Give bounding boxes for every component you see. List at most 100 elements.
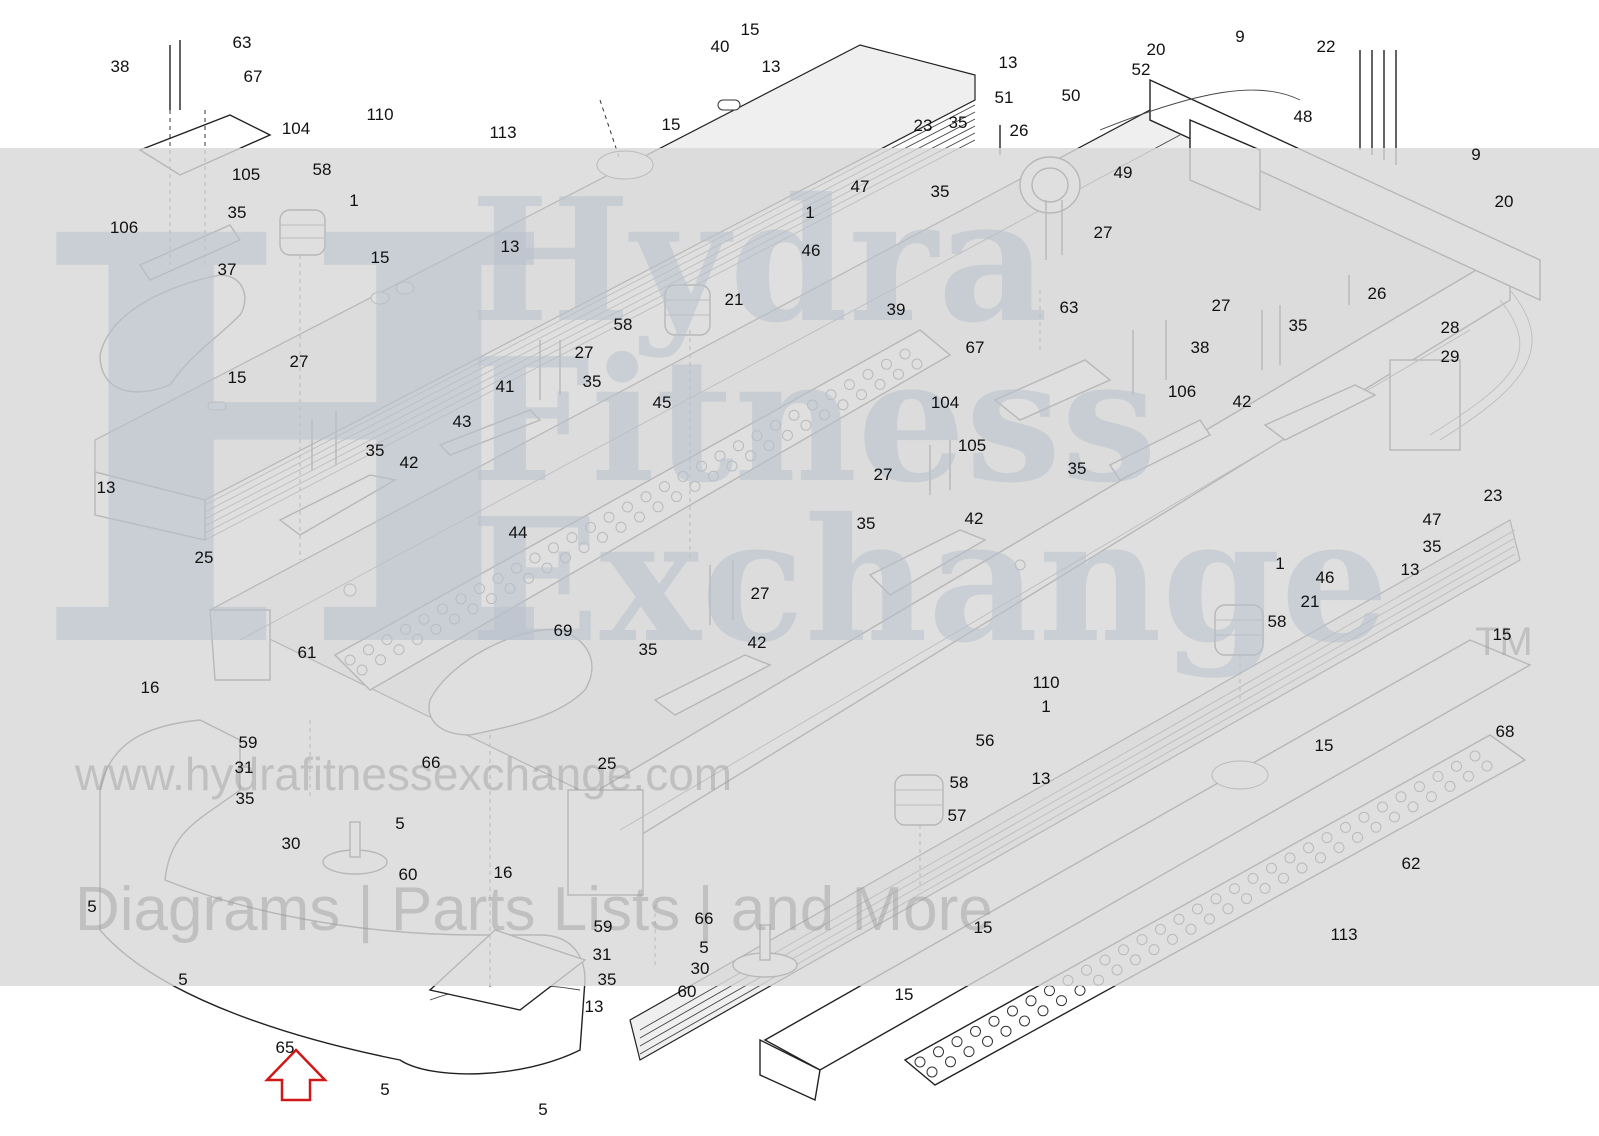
callout-22: 22 — [1317, 37, 1336, 56]
callout-9: 9 — [1235, 27, 1244, 46]
callout-5: 5 — [395, 814, 404, 833]
callout-35: 35 — [1289, 316, 1308, 335]
perforation-hole — [1007, 1005, 1018, 1017]
callout-20: 20 — [1495, 192, 1514, 211]
callout-25: 25 — [598, 754, 617, 773]
callout-105: 105 — [958, 436, 986, 455]
callout-27: 27 — [290, 352, 309, 371]
callout-42: 42 — [748, 633, 767, 652]
callout-27: 27 — [874, 465, 893, 484]
callout-35: 35 — [931, 182, 950, 201]
callout-1: 1 — [1275, 554, 1284, 573]
callout-63: 63 — [233, 33, 252, 52]
perforation-hole — [1025, 995, 1037, 1007]
callout-35: 35 — [857, 514, 876, 533]
callout-66: 66 — [422, 753, 441, 772]
watermark-tagline: Diagrams | Parts Lists | and More — [75, 875, 993, 944]
callout-23: 23 — [1484, 486, 1503, 505]
callout-5: 5 — [699, 938, 708, 957]
callout-52: 52 — [1132, 60, 1151, 79]
callout-60: 60 — [678, 982, 697, 1001]
callout-23: 23 — [914, 116, 933, 135]
callout-60: 60 — [399, 865, 418, 884]
perforation-hole — [970, 1025, 981, 1037]
callout-21: 21 — [1301, 592, 1320, 611]
watermark-logo-h: H — [30, 115, 559, 773]
callout-58: 58 — [614, 315, 633, 334]
callout-57: 57 — [948, 806, 967, 825]
callout-20: 20 — [1147, 40, 1166, 59]
callout-104: 104 — [282, 119, 310, 138]
perforation-hole — [982, 1035, 993, 1047]
callout-106: 106 — [1168, 382, 1196, 401]
callout-21: 21 — [725, 290, 744, 309]
callout-41: 41 — [496, 377, 515, 396]
callout-30: 30 — [282, 834, 301, 853]
callout-106: 106 — [110, 218, 138, 237]
perforation-hole — [1056, 995, 1067, 1007]
callout-105: 105 — [232, 165, 260, 184]
callout-27: 27 — [575, 343, 594, 362]
callout-13: 13 — [1032, 769, 1051, 788]
perforation-hole — [926, 1066, 938, 1078]
callout-26: 26 — [1368, 284, 1387, 303]
perforation-hole — [951, 1036, 963, 1048]
callout-27: 27 — [1094, 223, 1113, 242]
watermark-logo-word-1: Hydra — [470, 161, 1048, 361]
callout-58: 58 — [950, 773, 969, 792]
callout-1: 1 — [349, 191, 358, 210]
callout-15: 15 — [895, 985, 914, 1004]
callout-5: 5 — [87, 897, 96, 916]
callout-26: 26 — [1010, 121, 1029, 140]
front-indicator-arrow — [264, 1048, 328, 1102]
callout-62: 62 — [1402, 854, 1421, 873]
callout-45: 45 — [653, 393, 672, 412]
perforation-hole — [1037, 1005, 1049, 1017]
callout-50: 50 — [1062, 86, 1081, 105]
callout-46: 46 — [1316, 568, 1335, 587]
callout-15: 15 — [974, 918, 993, 937]
callout-47: 47 — [851, 177, 870, 196]
callout-27: 27 — [751, 584, 770, 603]
callout-35: 35 — [366, 441, 385, 460]
perforation-hole — [963, 1046, 975, 1058]
callout-13: 13 — [585, 997, 604, 1016]
callout-29: 29 — [1441, 347, 1460, 366]
callout-35: 35 — [639, 640, 658, 659]
callout-104: 104 — [931, 393, 959, 412]
callout-68: 68 — [1496, 722, 1515, 741]
callout-35: 35 — [583, 372, 602, 391]
callout-13: 13 — [999, 53, 1018, 72]
callout-13: 13 — [762, 57, 781, 76]
callout-1: 1 — [1041, 697, 1050, 716]
callout-13: 13 — [501, 237, 520, 256]
callout-113: 113 — [1330, 925, 1357, 944]
perforation-hole — [1044, 985, 1055, 997]
callout-38: 38 — [1191, 338, 1210, 357]
watermark-tm: TM — [1475, 620, 1533, 664]
perforation-hole — [945, 1056, 956, 1068]
callout-63: 63 — [1060, 298, 1079, 317]
watermark-url: www.hydrafitnessexchange.com — [74, 748, 732, 800]
callout-59: 59 — [239, 733, 258, 752]
watermark-logo-word-2: Fitness — [470, 321, 1157, 521]
callout-58: 58 — [1268, 612, 1287, 631]
callout-25: 25 — [195, 548, 214, 567]
callout-65: 65 — [276, 1038, 295, 1057]
perforation-hole — [914, 1056, 926, 1068]
perforation-hole — [1019, 1015, 1030, 1027]
callout-44: 44 — [509, 523, 528, 542]
callout-67: 67 — [966, 338, 985, 357]
watermark-band — [0, 148, 1599, 986]
perforation-hole — [933, 1046, 944, 1058]
callout-31: 31 — [235, 758, 254, 777]
callout-35: 35 — [598, 970, 617, 989]
callout-16: 16 — [494, 863, 513, 882]
perforation-hole — [1074, 984, 1086, 996]
callout-43: 43 — [453, 412, 472, 431]
callout-1: 1 — [805, 203, 814, 222]
callout-67: 67 — [244, 67, 263, 86]
callout-35: 35 — [949, 113, 968, 132]
callout-15: 15 — [228, 368, 247, 387]
